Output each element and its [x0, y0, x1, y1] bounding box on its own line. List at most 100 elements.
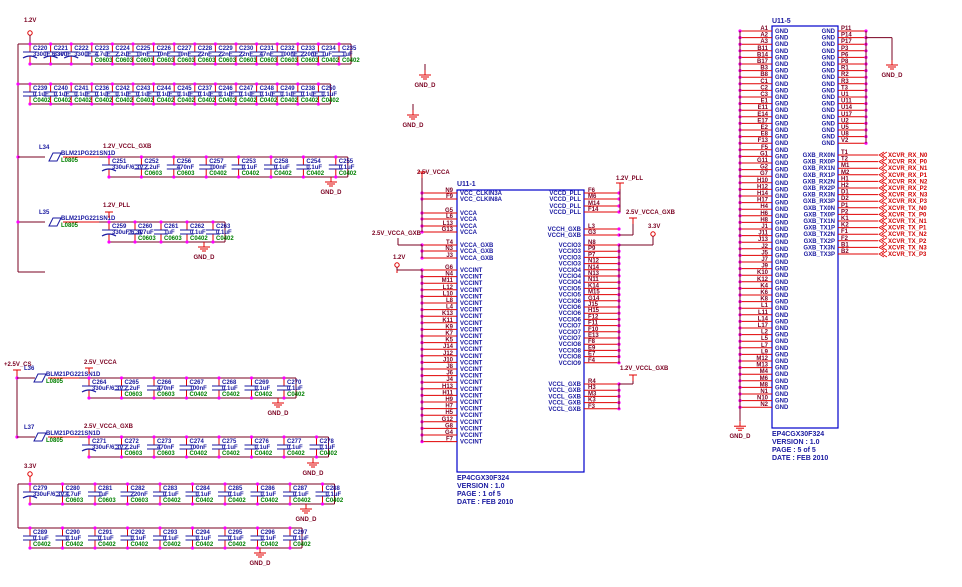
junction-dot [69, 82, 73, 86]
symbol-version: VERSION : 1.0 [772, 439, 820, 446]
pin-number: M13 [756, 363, 768, 369]
cap-ref: C297 [293, 530, 308, 536]
symbol-ref: U11-5 [772, 18, 791, 25]
pin-number: E7 [588, 352, 596, 358]
junction-dot [87, 396, 91, 400]
junction-dot [69, 42, 73, 46]
cap-value: 0.1uF [33, 536, 49, 542]
pin-number: U8 [841, 132, 849, 138]
pin-name: GND [822, 102, 836, 108]
cap-ref: C222 [74, 46, 89, 52]
pin-name: GND [775, 69, 789, 75]
junction-dot [301, 175, 305, 179]
cap-package: C0402 [157, 98, 175, 104]
pin-name: GXB_TX2P [804, 239, 835, 245]
cap-ref: C274 [190, 439, 205, 445]
pin-name: GND [775, 154, 789, 160]
pin-number: J13 [758, 237, 769, 243]
pin-name: VCCA [460, 224, 478, 230]
junction-dot [234, 42, 238, 46]
junction-dot [184, 396, 189, 400]
cap-ref: C248 [260, 86, 275, 92]
cap-value: 10nF [157, 52, 171, 58]
ground-symbol: GND_D [267, 398, 289, 417]
symbol-version: VERSION : 1.0 [457, 483, 505, 490]
cap-value: 100nF [190, 386, 208, 392]
pin-name: VCCINT [460, 380, 483, 386]
offpage-net-label: XCVR_RX_P0 [888, 160, 928, 166]
inductor-ref: L37 [24, 425, 35, 431]
junction-dot [314, 435, 319, 439]
cap-ref: C224 [115, 46, 130, 52]
ground-label: GND_D [320, 190, 342, 196]
pin-number: P17 [841, 39, 852, 45]
pin-name: VCCINT [460, 347, 483, 353]
cap-row-row4: C259330uF/6.3VC2604.7uFC0603C2611uFC0603… [99, 220, 234, 244]
cap-package: C0402 [190, 451, 208, 457]
cap-ref: C269 [255, 380, 270, 386]
cap-ref: C220 [33, 46, 48, 52]
pin-name: VCCIO6 [559, 299, 582, 305]
pin-name: VCCIO6 [559, 317, 582, 323]
pin-number: J2 [761, 244, 768, 250]
pin-name: GXB_TX3P [804, 252, 835, 258]
cap-value: 220nF [131, 492, 149, 498]
cap-value: 0.1uF [293, 536, 309, 542]
cap-ref: C282 [131, 486, 146, 492]
junction-dot [110, 42, 114, 46]
cap-ref: C234 [321, 46, 336, 52]
junction-dot [211, 220, 215, 224]
junction-dot [49, 42, 53, 46]
junction-dot [255, 482, 260, 486]
pin-name: GND [822, 128, 836, 134]
junction-dot [255, 546, 260, 550]
pin-number: K11 [442, 318, 453, 324]
junction-dot [152, 435, 156, 439]
pin-name: VCCA [460, 211, 478, 217]
pin-name: VCCINT [460, 387, 483, 393]
net-label-2v5-cs: +2.5V_CS [4, 362, 32, 368]
pin-name: VCCIO8 [559, 355, 582, 361]
junction-dot [320, 502, 325, 506]
symbol-date: DATE : FEB 2010 [457, 499, 513, 506]
pin-name: VCCINT [460, 374, 483, 380]
cap-ref: C229 [218, 46, 233, 52]
pin-name: GND [775, 62, 789, 68]
pin-name: GND [822, 121, 836, 127]
pin-name: GND [775, 399, 789, 405]
pin-name: VCCIO3 [559, 249, 582, 255]
cap-value: 0.1uF [287, 445, 303, 451]
cap-value: 0.1uF [54, 92, 70, 98]
offpage-connector-icon [878, 224, 888, 231]
inductor-ref: L36 [24, 366, 35, 372]
pin-name: GND [822, 49, 836, 55]
cap-package: C0402 [339, 171, 357, 177]
pin-number: H10 [757, 178, 769, 184]
pin-number: N12 [588, 259, 600, 265]
junction-dot [249, 376, 254, 380]
pin-name: GND [822, 135, 836, 141]
cap-value: 0.1uF [163, 492, 179, 498]
pin-number: J15 [588, 302, 599, 308]
pin-name: GND [775, 392, 789, 398]
junction-dot [190, 526, 195, 530]
pin-number: L9 [761, 349, 769, 355]
pin-name: VCCA_GXB [460, 243, 494, 249]
